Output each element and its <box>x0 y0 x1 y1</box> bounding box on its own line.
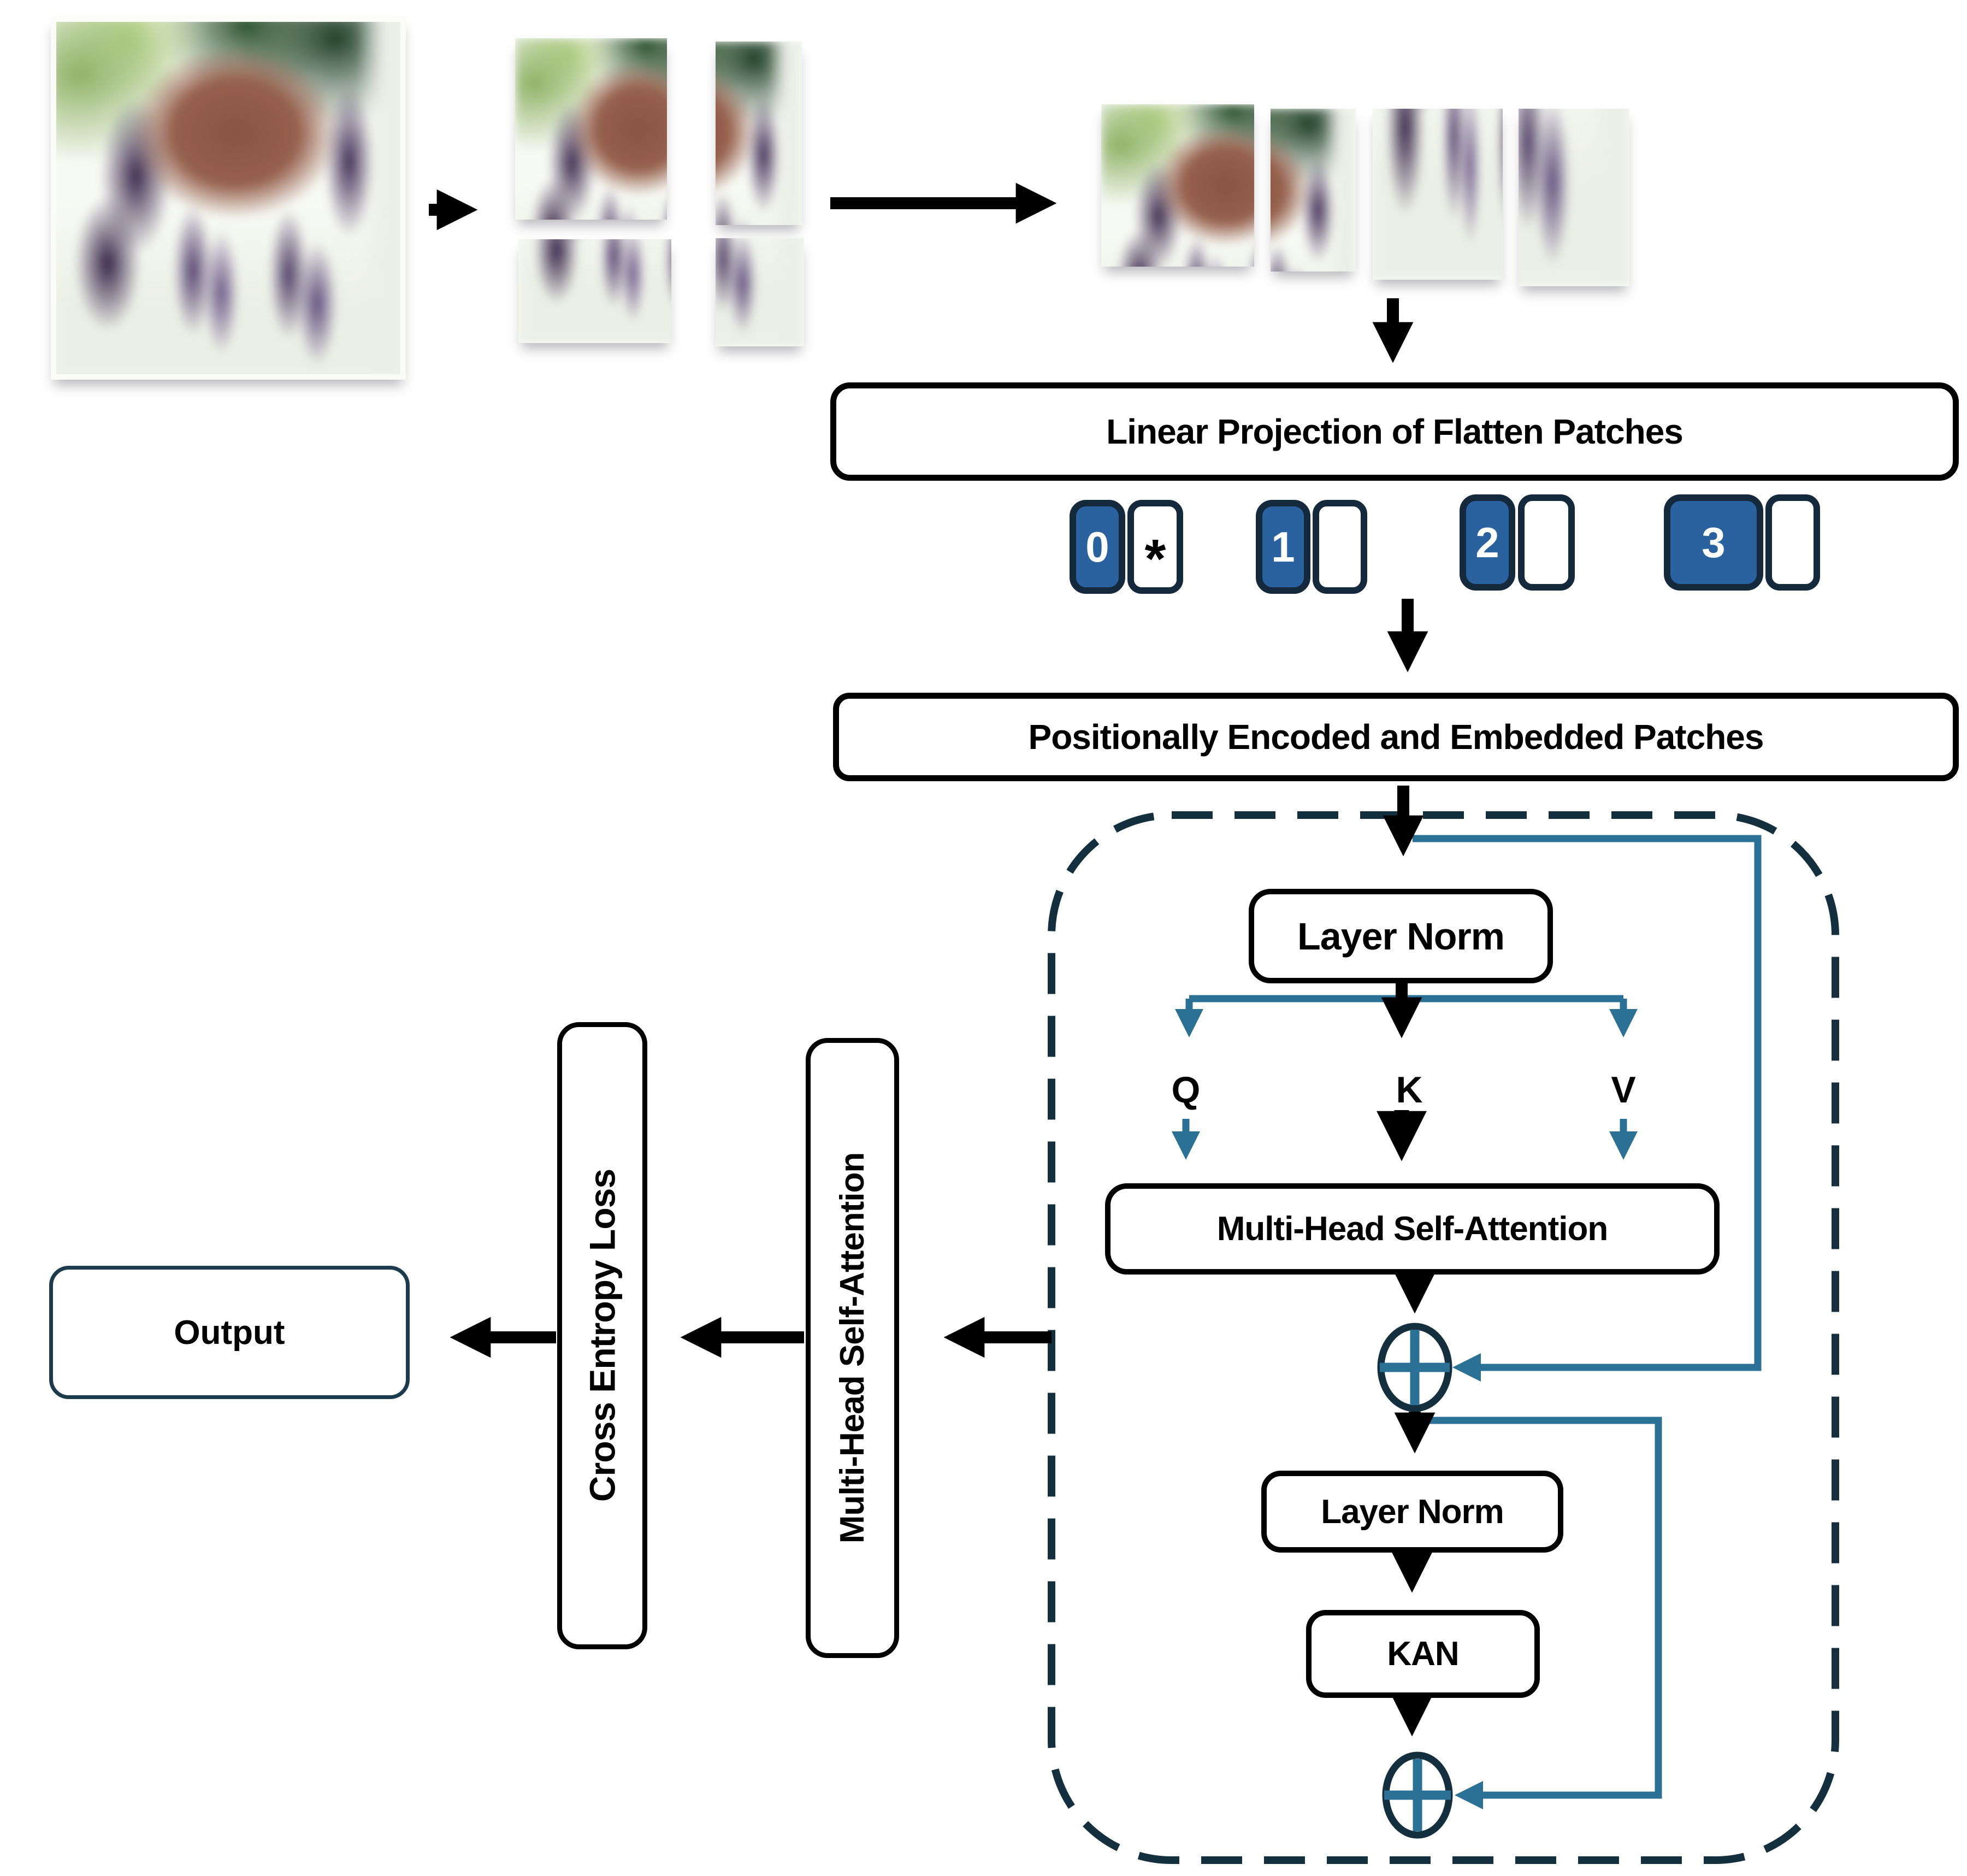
input-image <box>51 16 406 380</box>
horse-photo <box>1519 109 1629 286</box>
token-0-label: 0 <box>1085 522 1109 571</box>
add-circle-2-icon <box>1382 1751 1453 1839</box>
patch-grid-top-left <box>515 38 667 220</box>
residual-connection-2-icon <box>1423 1417 1662 1809</box>
layer-norm-1-label: Layer Norm <box>1297 915 1505 958</box>
token-2-label: 2 <box>1475 518 1499 567</box>
mhsa-vertical-label: Multi-Head Self-Attention <box>834 1152 871 1544</box>
horse-photo <box>1373 109 1503 280</box>
patch-grid-bottom-right <box>716 238 804 346</box>
mhsa-label: Multi-Head Self-Attention <box>1216 1210 1608 1248</box>
patch-strip-3 <box>1373 109 1503 280</box>
output-label: Output <box>174 1313 285 1352</box>
token-2-embedding <box>1518 494 1575 591</box>
output-box: Output <box>49 1266 410 1399</box>
horse-photo <box>1101 104 1254 267</box>
patch-strip-2 <box>1271 109 1356 272</box>
horse-photo <box>56 22 400 374</box>
token-1-position: 1 <box>1256 500 1310 594</box>
token-3-label: 3 <box>1702 518 1726 567</box>
layer-norm-2-label: Layer Norm <box>1321 1492 1504 1531</box>
linear-projection-label: Linear Projection of Flatten Patches <box>1106 412 1684 451</box>
linear-projection-box: Linear Projection of Flatten Patches <box>830 382 1959 481</box>
token-1-embedding <box>1313 500 1367 594</box>
horse-photo <box>716 42 802 225</box>
kan-label: KAN <box>1387 1635 1459 1673</box>
token-0-cls-star: * <box>1144 528 1166 589</box>
token-0-position: 0 <box>1070 500 1125 594</box>
horse-photo <box>515 38 667 220</box>
patch-strip-1 <box>1101 104 1254 267</box>
token-1-label: 1 <box>1271 522 1295 571</box>
mhsa-box: Multi-Head Self-Attention <box>1105 1183 1720 1275</box>
add-circle-1-icon <box>1377 1323 1452 1412</box>
k-label: K <box>1396 1069 1423 1111</box>
patch-grid-top-right <box>716 42 802 225</box>
kan-box: KAN <box>1306 1610 1540 1698</box>
layer-norm-2-box: Layer Norm <box>1261 1471 1563 1553</box>
token-3-position: 3 <box>1664 494 1763 591</box>
v-label: V <box>1611 1069 1636 1111</box>
cross-entropy-label: Cross Entropy Loss <box>582 1169 622 1502</box>
positional-encoding-box: Positionally Encoded and Embedded Patche… <box>833 693 1959 781</box>
token-0-embedding: * <box>1127 500 1183 594</box>
cross-entropy-box <box>557 1022 647 1649</box>
patch-grid-bottom-left <box>518 239 671 343</box>
horse-photo <box>716 238 804 346</box>
residual-connection-1-icon <box>1413 835 1762 1382</box>
layer-norm-1-box: Layer Norm <box>1249 889 1553 983</box>
token-3-embedding <box>1765 494 1820 591</box>
positional-encoding-label: Positionally Encoded and Embedded Patche… <box>1028 717 1764 757</box>
horse-photo <box>1271 109 1356 272</box>
horse-photo <box>518 239 671 343</box>
q-label: Q <box>1171 1069 1201 1111</box>
patch-strip-4 <box>1519 109 1629 286</box>
mhsa-vertical-box <box>806 1038 899 1658</box>
token-2-position: 2 <box>1460 494 1515 591</box>
